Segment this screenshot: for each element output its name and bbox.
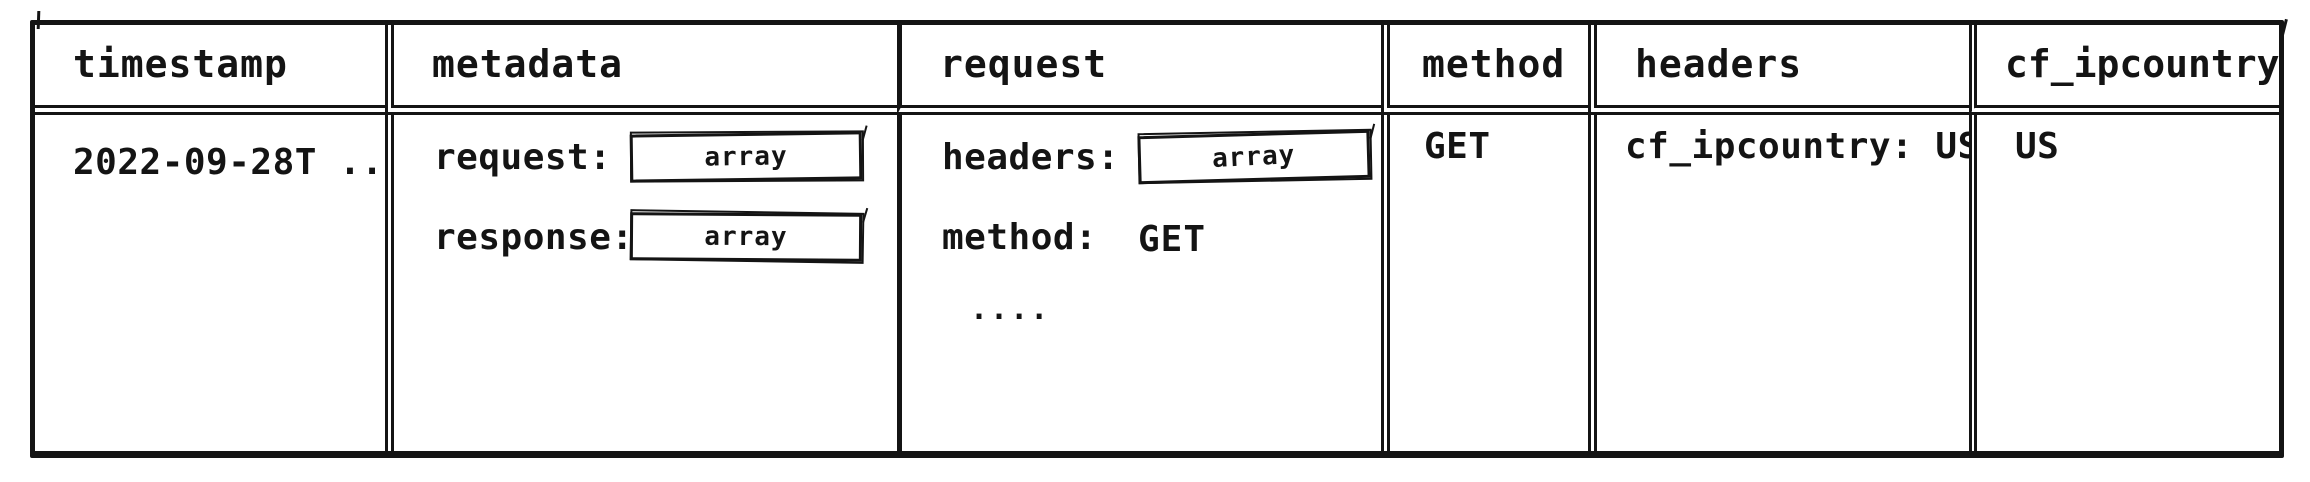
column-header-timestamp: timestamp [35,25,385,115]
cell-cf-ipcountry: US [1969,115,2279,451]
cell-method: GET [1381,115,1588,451]
column-header-request: request [897,25,1381,115]
hand-drawn-overshoot-tick [36,10,41,30]
hand-drawn-overshoot-tick [2281,18,2288,36]
field-label: headers: [942,136,1120,178]
cf-ipcountry-value: US [2015,126,2060,167]
array-chip-label: array [1211,139,1297,175]
request-field-list: headers: array method: GET .... [902,115,1381,327]
cell-headers: cf_ipcountry: US [1588,115,1969,451]
method-value: GET [1424,126,1491,167]
array-chip-label: array [704,221,788,253]
cell-request: headers: array method: GET .... [897,115,1381,451]
request-field-method: method: GET [942,210,1381,264]
array-chip: array [629,212,863,262]
metadata-field-response: response: array [434,210,897,264]
request-field-headers: headers: array [942,129,1381,185]
metadata-field-list: request: array response: array [394,115,897,264]
column-header-method: method [1381,25,1588,115]
metadata-field-request: request: array [434,130,897,184]
truncation-dots: .... [970,292,1051,327]
field-label: request: [434,136,612,178]
cell-timestamp: 2022-09-28T ... [35,115,385,451]
timestamp-value: 2022-09-28T ... [73,142,385,183]
array-chip-label: array [704,141,788,173]
field-value: GET [1138,218,1207,260]
column-header-metadata: metadata [385,25,897,115]
column-header-headers: headers [1588,25,1969,115]
field-label: response: [434,216,634,258]
headers-value: cf_ipcountry: US [1625,126,1969,167]
field-label: method: [942,216,1098,258]
array-chip: array [1137,129,1371,185]
cell-metadata: request: array response: array [385,115,897,451]
column-header-cf-ipcountry: cf_ipcountry [1969,25,2279,115]
array-chip: array [629,131,863,183]
table: timestamp metadata request method header… [30,10,2288,458]
